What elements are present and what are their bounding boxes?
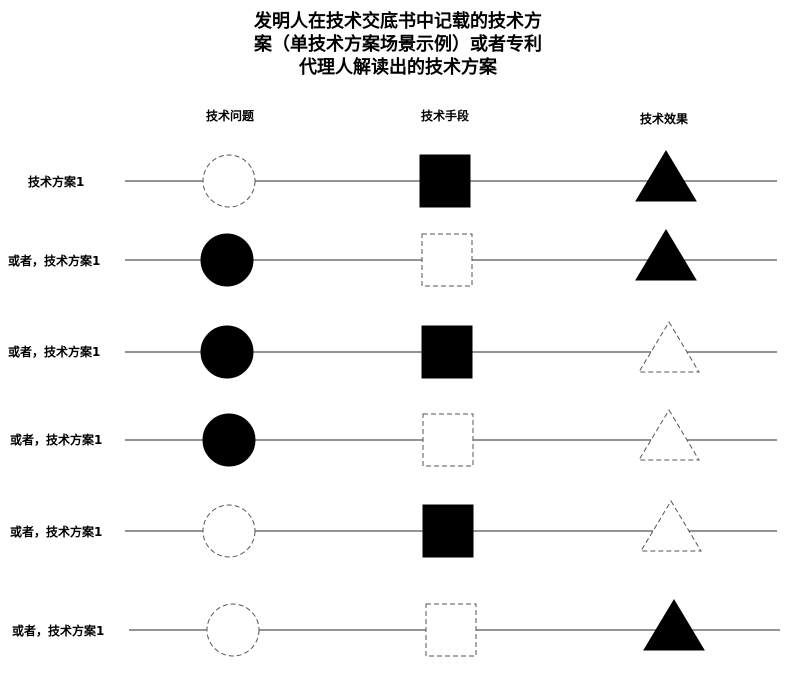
row-5-effect-triangle-dashed bbox=[640, 500, 702, 552]
diagram-title: 发明人在技术交底书中记载的技术方 案（单技术方案场景示例）或者专利 代理人解读出… bbox=[218, 10, 578, 79]
title-line-3: 代理人解读出的技术方案 bbox=[299, 57, 497, 78]
row-6-means-square-dashed bbox=[425, 603, 477, 657]
row-6-effect-triangle-filled bbox=[643, 599, 705, 651]
row-4-effect-triangle-dashed bbox=[638, 409, 700, 461]
row-label-4: 或者，技术方案1 bbox=[10, 433, 103, 447]
row-3-effect-triangle-dashed bbox=[638, 321, 700, 373]
row-label-6: 或者，技术方案1 bbox=[12, 624, 105, 638]
row-4-problem-circle-filled bbox=[202, 413, 256, 467]
title-line-2: 案（单技术方案场景示例）或者专利 bbox=[254, 34, 542, 55]
row-2-problem-circle-filled bbox=[200, 233, 254, 287]
row-3-problem-circle-filled bbox=[200, 325, 254, 379]
row-2-means-square-dashed bbox=[421, 233, 473, 287]
row-1-means-square-filled bbox=[419, 154, 471, 208]
column-header-problem: 技术问题 bbox=[205, 109, 254, 123]
row-3-means-square-filled bbox=[421, 325, 473, 379]
column-header-means: 技术手段 bbox=[420, 109, 469, 123]
row-label-3: 或者，技术方案1 bbox=[8, 345, 101, 359]
row-2-effect-triangle-filled bbox=[635, 229, 697, 281]
row-label-1: 技术方案1 bbox=[28, 175, 85, 189]
row-label-2: 或者，技术方案1 bbox=[8, 254, 101, 268]
row-5-means-square-filled bbox=[422, 504, 474, 558]
row-6-problem-circle-dashed bbox=[206, 603, 260, 657]
row-4-means-square-dashed bbox=[422, 413, 474, 467]
row-label-5: 或者，技术方案1 bbox=[10, 525, 103, 539]
column-header-effect: 技术效果 bbox=[639, 112, 688, 126]
row-5-problem-circle-dashed bbox=[202, 504, 256, 558]
row-1-effect-triangle-filled bbox=[635, 150, 697, 202]
row-1-problem-circle-dashed bbox=[202, 154, 256, 208]
title-line-1: 发明人在技术交底书中记载的技术方 bbox=[254, 11, 542, 32]
